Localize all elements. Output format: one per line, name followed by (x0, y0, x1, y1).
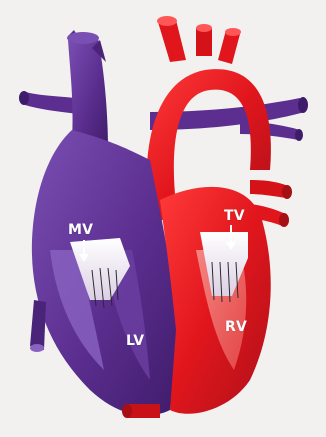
tv-label: TV (224, 209, 245, 223)
mv-label: MV (68, 223, 93, 237)
rv-label: RV (225, 320, 247, 334)
lv-label: LV (126, 334, 144, 348)
